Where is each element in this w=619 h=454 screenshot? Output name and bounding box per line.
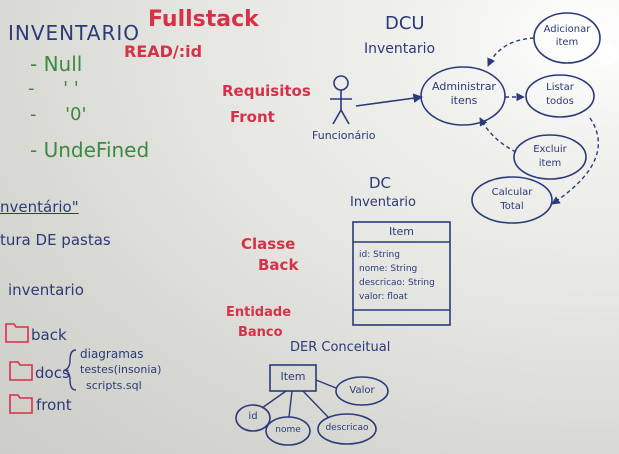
class-name: Item — [388, 225, 415, 238]
folder-back-label: back — [31, 326, 67, 344]
der-attr-ellipse-nome — [265, 416, 311, 446]
der-entity-box — [269, 364, 317, 392]
class-attr-valor: valor: float — [359, 292, 408, 302]
dcu-title: DCU — [385, 13, 425, 34]
dc-title: DC — [369, 174, 392, 192]
case-null: - Null — [30, 52, 83, 76]
front-label: Front — [230, 108, 275, 126]
class-attr-nome: nome: String — [359, 264, 418, 274]
class-attr-descricao: descricao: String — [359, 278, 435, 288]
brace-icon — [63, 349, 77, 391]
folder-front-label: front — [36, 396, 72, 414]
actor-label: Funcionário — [312, 129, 376, 142]
case-undefined: - UndeFined — [30, 138, 150, 162]
inventory-title: INVENTARIO — [8, 21, 141, 45]
der-entity-label: Item — [280, 370, 306, 383]
der-attr-id: id — [248, 411, 258, 422]
der-attr-ellipse-id — [235, 404, 271, 432]
case-null-text: Null — [43, 52, 83, 76]
use-case-add: Adicionar item — [539, 23, 595, 49]
class-attr-id: id: String — [359, 250, 400, 260]
use-case-total-line1: Calcular — [491, 187, 533, 198]
der-attr-ellipse-descricao — [317, 413, 377, 445]
case-zero: - '0' — [30, 104, 87, 125]
case-empty: - ' ' — [28, 78, 79, 99]
folder-docs-label: docs — [35, 364, 70, 382]
folder-structure-label: tura DE pastas — [0, 231, 111, 249]
use-case-add-line1: Adicionar — [543, 24, 591, 35]
der-attr-nome: nome — [275, 425, 301, 435]
section-title: nventário" — [0, 198, 79, 216]
inventory-folder-label: inventario — [8, 281, 84, 299]
use-case-list-line2: todos — [546, 96, 574, 107]
use-case-total-line2: Total — [500, 201, 524, 212]
use-case-ellipse-delete — [513, 134, 587, 180]
use-case-delete-line2: item — [538, 158, 562, 169]
classe-label: Classe — [241, 235, 296, 253]
case-empty-text: ' ' — [63, 78, 79, 99]
docs-item-scripts: scripts.sql — [86, 379, 142, 392]
class-attributes: id: String nome: String descricao: Strin… — [359, 248, 435, 304]
use-case-list-line1: Listar — [546, 82, 574, 93]
fullstack-label: Fullstack — [148, 7, 259, 32]
dc-subtitle: Inventario — [350, 195, 416, 210]
der-attr-ellipse-valor — [335, 376, 389, 406]
use-case-ellipse-main — [420, 66, 506, 126]
folder-icon-docs — [9, 361, 33, 381]
use-case-delete-line1: Excluir — [533, 144, 567, 155]
docs-item-diagrams: diagramas — [80, 347, 144, 361]
back-label: Back — [258, 256, 299, 274]
entidade-label: Entidade — [226, 305, 292, 320]
requisitos-label: Requisitos — [222, 82, 311, 100]
class-box — [352, 221, 451, 326]
read-id-label: READ/:id — [124, 42, 203, 61]
use-case-delete: Excluir item — [522, 143, 578, 171]
banco-label: Banco — [238, 325, 283, 340]
der-attr-valor: Valor — [349, 385, 375, 396]
use-case-total: Calcular Total — [478, 186, 546, 214]
docs-item-tests: testes(insonia) — [80, 363, 162, 376]
der-title: DER Conceitual — [290, 340, 391, 355]
use-case-ellipse-list — [525, 74, 595, 118]
use-case-list: Listar todos — [532, 81, 588, 109]
folder-icon-front — [9, 394, 33, 414]
actor-figure — [330, 75, 352, 125]
dcu-subtitle: Inventario — [364, 41, 436, 57]
der-attr-descricao: descricao — [325, 423, 369, 433]
use-case-main-line2: itens — [450, 94, 478, 107]
case-zero-text: '0' — [65, 104, 87, 125]
folder-icon-back — [5, 323, 29, 343]
use-case-main-line1: Administrar — [432, 80, 496, 93]
use-case-main: Administrar itens — [432, 80, 496, 108]
use-case-add-line2: item — [555, 37, 579, 48]
